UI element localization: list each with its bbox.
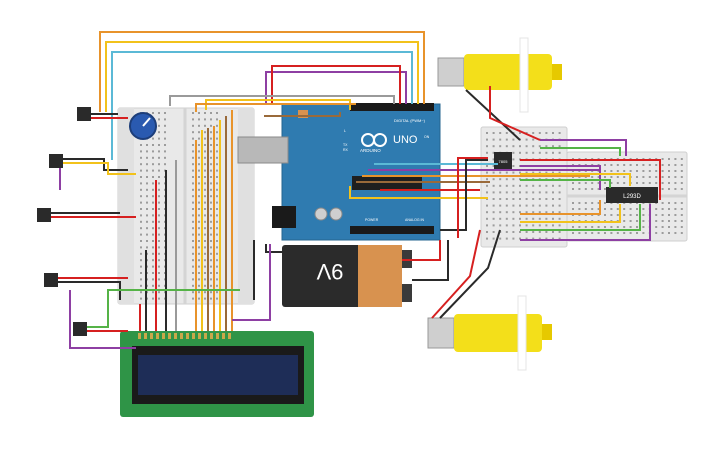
arduino-logo-icon [361,133,387,147]
arduino-on-label: ON [424,135,430,139]
dc-motor-bottom [427,295,552,371]
voltage-regulator: 7805 [494,152,512,170]
ir-sensors [37,107,91,336]
arduino-power-label: POWER [365,218,379,222]
dc-motor-icon [437,57,465,87]
battery-9v: 9V [282,245,412,307]
arduino-tx-label: TX [343,143,348,147]
ir-sensor-icon [44,273,58,287]
dc-motor-top [437,37,562,113]
ir-sensor-icon [49,154,63,168]
arduino-digital-label: DIGITAL (PWM~) [394,118,426,123]
arduino-brand: UNO [393,134,418,146]
lcd-display [120,331,314,417]
motor-driver-chip: L293D [606,187,658,203]
regulator-label: 7805 [499,159,509,164]
potentiometer [129,112,157,140]
barrel-jack-icon [272,206,296,228]
wires [51,31,661,349]
ir-sensor-icon [73,322,87,336]
arduino-logo-text: ARDUINO [360,148,381,153]
battery-label: 9V [316,259,343,284]
arduino-uno: UNO ARDUINO DIGITAL (PWM~) POWER ANALOG … [237,103,441,241]
ir-sensor-icon [77,107,91,121]
motor-driver-label: L293D [623,194,641,200]
arduino-l-label: L [344,129,346,133]
usb-connector-icon [237,136,289,164]
ir-sensor-icon [37,208,51,222]
dc-motor-icon [427,317,455,349]
arduino-analog-label: ANALOG IN [405,218,425,222]
arduino-rx-label: RX [343,148,349,152]
